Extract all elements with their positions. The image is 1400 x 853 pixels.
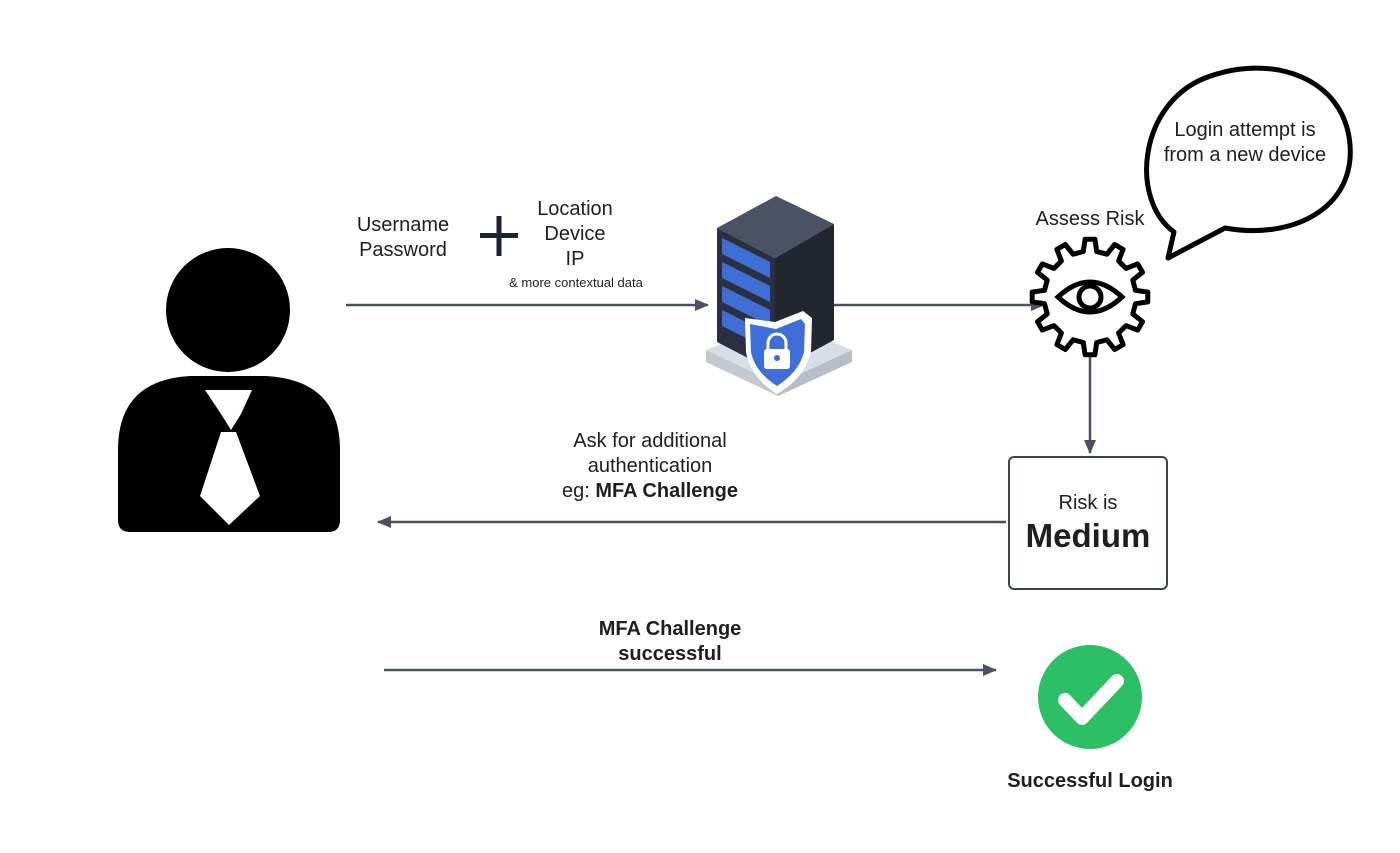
username-text: Username	[356, 214, 450, 236]
device-text: Device	[544, 223, 606, 245]
ip-text: IP	[565, 248, 585, 270]
location-text: Location	[537, 198, 613, 220]
context-label: Location Device IP	[510, 197, 640, 272]
context-more-text: & more contextual data	[509, 275, 643, 290]
risk-level-text: Medium	[1025, 516, 1151, 554]
mfa-result-label: MFA Challenge successful	[570, 617, 770, 667]
risk-prefix-text: Risk is	[1058, 491, 1118, 514]
risk-result-box: Risk is Medium	[1008, 456, 1168, 590]
ask-prefix: eg:	[562, 480, 596, 502]
speech-bubble-shape	[1144, 65, 1353, 261]
bubble-line-1: Login attempt is	[1174, 119, 1316, 141]
ask-line-3: eg: MFA Challenge	[540, 479, 760, 504]
assess-risk-label: Assess Risk	[1035, 208, 1145, 230]
ask-challenge: MFA Challenge	[595, 480, 738, 502]
credentials-label: Username Password	[338, 213, 468, 263]
gear-eye-icon	[1029, 236, 1151, 358]
ask-auth-label: Ask for additional authentication eg: MF…	[540, 429, 760, 504]
password-text: Password	[359, 239, 447, 261]
mfa-result-line-1: MFA Challenge	[598, 618, 742, 640]
secure-server-icon	[706, 196, 852, 396]
success-check-icon	[1038, 645, 1142, 749]
bubble-text: Login attempt is from a new device	[1150, 118, 1340, 168]
bubble-line-2: from a new device	[1163, 144, 1327, 166]
ask-line-1: Ask for additional	[573, 430, 727, 452]
ask-line-2: authentication	[587, 455, 713, 477]
mfa-result-line-2: successful	[618, 643, 722, 665]
successful-login-label: Successful Login	[1007, 770, 1173, 792]
plus-icon	[480, 216, 518, 256]
user-icon	[118, 248, 340, 532]
